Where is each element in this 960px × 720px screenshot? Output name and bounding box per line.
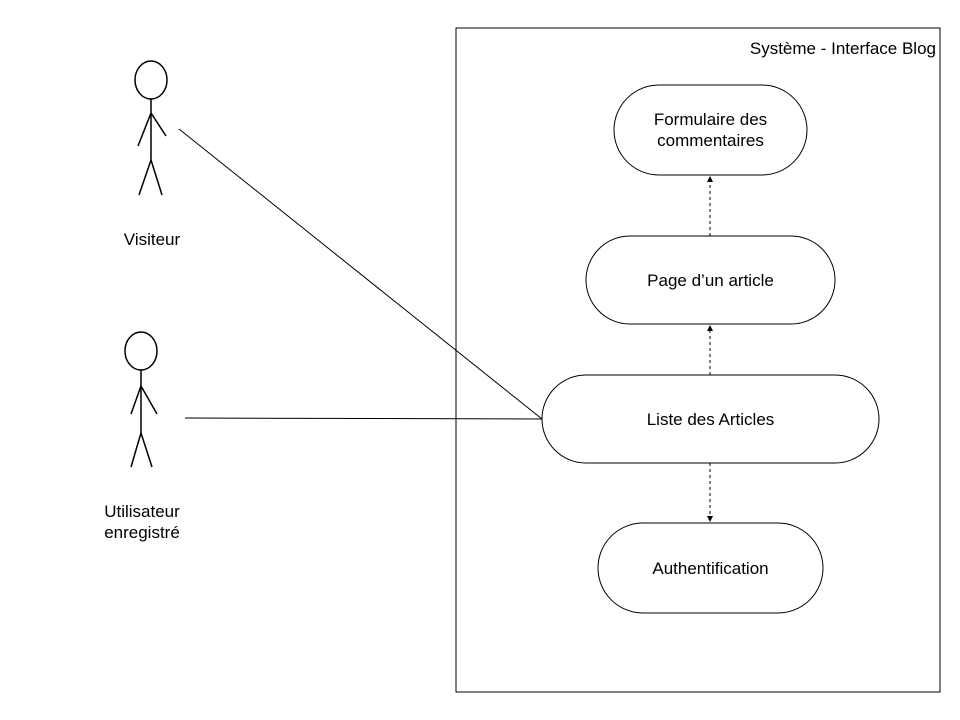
association-utilisateur-liste	[184, 417, 543, 420]
system-title: Système - Interface Blog	[749, 39, 936, 58]
use-case-label-formulaire: Formulaire des commentaires	[653, 110, 768, 150]
use-case-label-page-article: Page d’un article	[647, 270, 774, 290]
use-case-label-authentification: Authentification	[652, 558, 769, 578]
use-case-authentification	[597, 522, 824, 614]
system-boundary	[455, 27, 941, 693]
association-visiteur-liste	[178, 128, 543, 420]
actor-label-visiteur: Visiteur	[123, 230, 181, 249]
actor-visiteur-figure	[134, 60, 168, 196]
use-case-formulaire	[613, 84, 808, 176]
actor-label-utilisateur: Utilisateur enregistré	[104, 502, 180, 542]
use-case-label-liste-articles: Liste des Articles	[646, 409, 775, 429]
actor-utilisateur-figure	[124, 331, 158, 468]
